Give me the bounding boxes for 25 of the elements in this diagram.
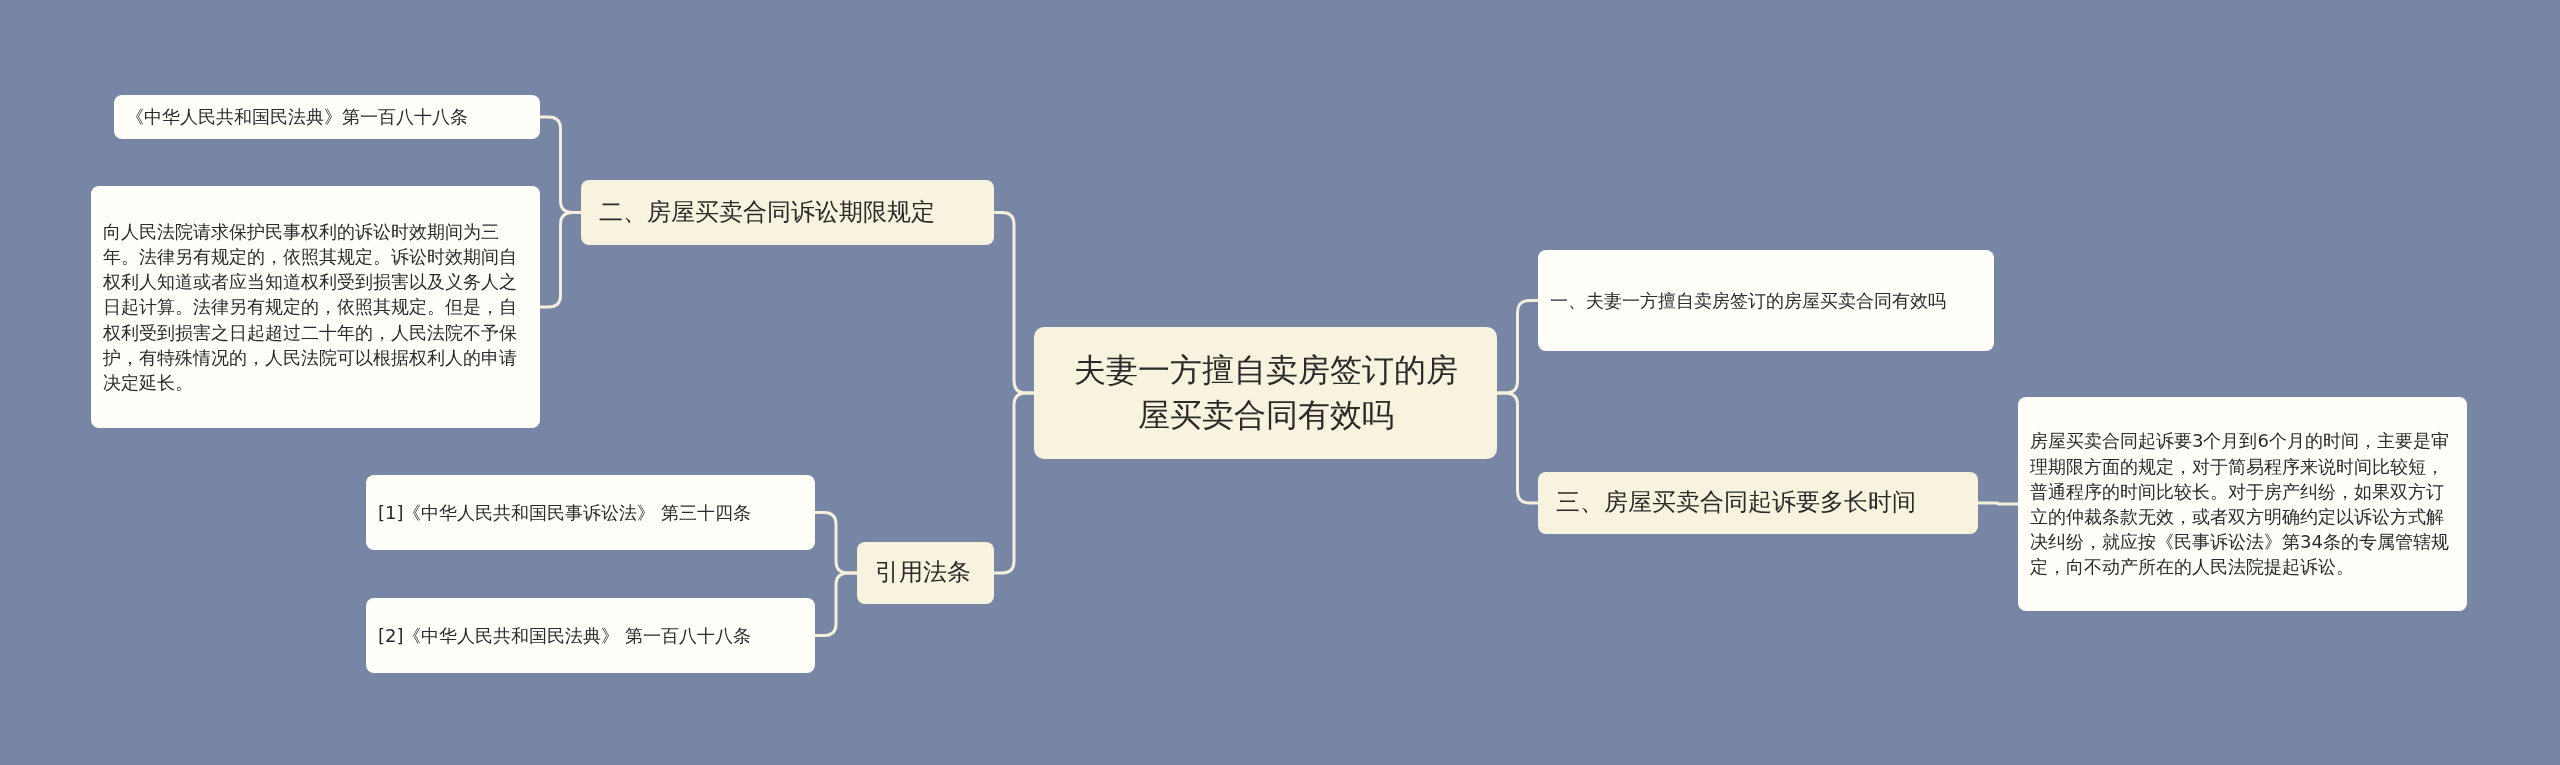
node-text: 引用法条 [875, 557, 971, 589]
central-topic-box [1034, 327, 1497, 459]
subtopic-box [91, 186, 540, 428]
connector-line [815, 571, 857, 637]
node-text: 二、房屋买卖合同诉讼期限规定 [599, 196, 935, 228]
node-text: [1]《中华人民共和国民事诉讼法》 第三十四条 [378, 500, 752, 525]
node-text: 夫妻一方擅自卖房签订的房屋买卖合同有效吗 [1072, 350, 1459, 436]
connector-line [994, 391, 1034, 575]
subtopic-box [366, 598, 815, 673]
subtopic-box [2018, 397, 2467, 611]
node-text: [2]《中华人民共和国民法典》 第一百八十八条 [378, 623, 752, 648]
connector-line [1978, 501, 2018, 506]
connector-line [1497, 391, 1538, 505]
node-text: 向人民法院请求保护民事权利的诉讼时效期间为三年。法律另有规定的，依照其规定。诉讼时效期间自权利人知道或者应当知道权利受到损害以及义务人之日起计算。法律另有规定的，依照其规定。但是，自权利受到损害之日起超过二十年的，人民法院不予保护，有特殊情况的，人民法院可以根据权利人的申请决定延长。 [103, 219, 518, 395]
subtopic-box [366, 475, 815, 550]
connector-line [540, 211, 581, 309]
node-text: 三、房屋买卖合同起诉要多长时间 [1556, 487, 1916, 519]
subtopic-box [114, 95, 540, 139]
topic-box [581, 180, 994, 245]
topic-box [857, 542, 994, 604]
topic-box [1538, 472, 1978, 534]
node-text: 一、夫妻一方擅自卖房签订的房屋买卖合同有效吗 [1550, 288, 1946, 313]
subtopic-box [1538, 250, 1994, 351]
node-text: 《中华人民共和国民法典》第一百八十八条 [126, 105, 468, 130]
node-text: 房屋买卖合同起诉要3个月到6个月的时间，主要是审理期限方面的规定，对于简易程序来说时间比较短，普通程序的时间比较长。对于房产纠纷，如果双方订立的仲裁条款无效，或者双方明确约定以诉讼方式解决纠纷，就应按《民事诉讼法》第34条的专属管辖规定，向不动产所在的人民法院提起诉讼。 [2030, 429, 2450, 580]
